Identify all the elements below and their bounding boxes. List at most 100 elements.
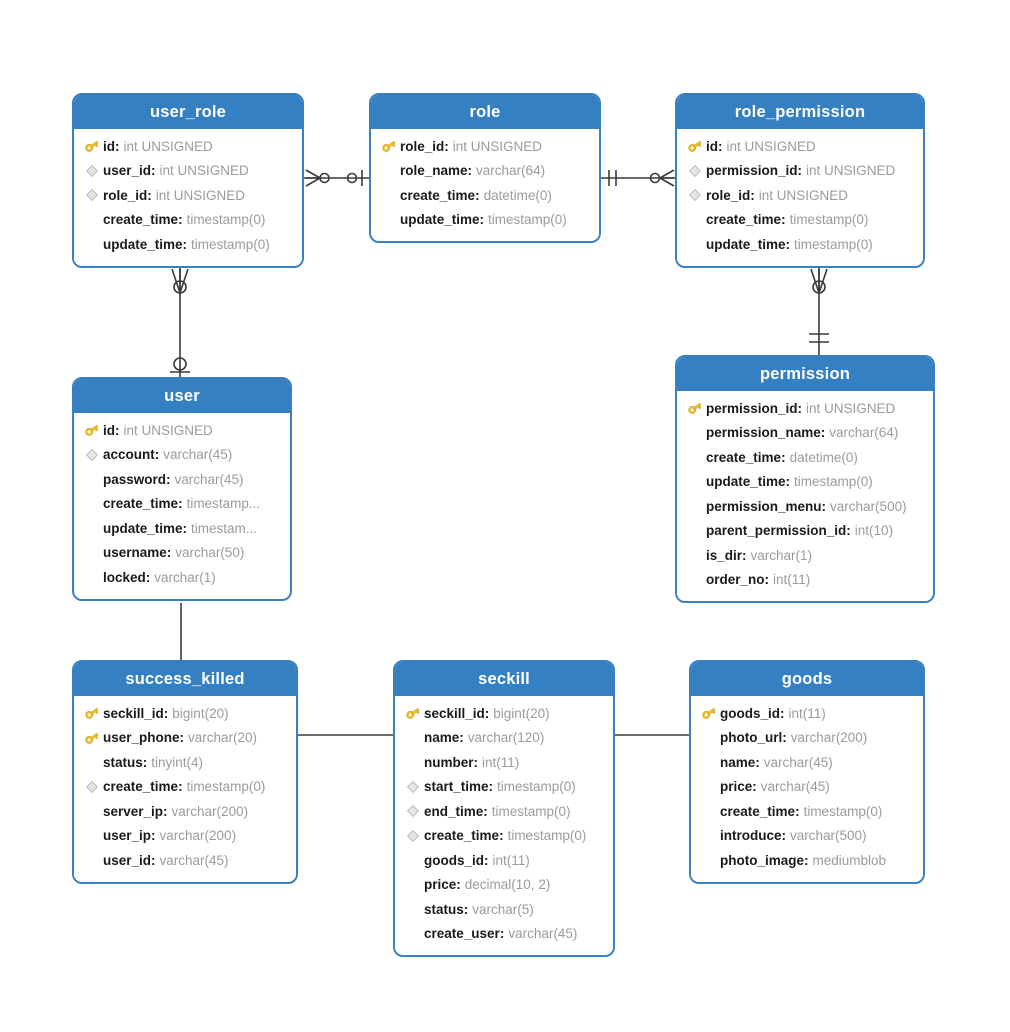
attribute-row[interactable]: name:varchar(120) — [395, 726, 613, 751]
attribute-row[interactable]: introduce:varchar(500) — [691, 824, 923, 849]
attribute-row[interactable]: id:int UNSIGNED — [74, 418, 290, 443]
attribute-row[interactable]: user_ip:varchar(200) — [74, 824, 296, 849]
key-icon — [684, 136, 706, 156]
attribute-type: varchar(500) — [790, 828, 867, 844]
attribute-row[interactable]: goods_id:int(11) — [691, 701, 923, 726]
diamond-icon — [402, 801, 424, 821]
no-key-icon — [698, 850, 720, 870]
attribute-row[interactable]: id:int UNSIGNED — [74, 134, 302, 159]
attribute-row[interactable]: create_time:timestamp(0) — [74, 208, 302, 233]
diamond-icon — [684, 185, 706, 205]
attribute-row[interactable]: name:varchar(45) — [691, 750, 923, 775]
attribute-row[interactable]: photo_url:varchar(200) — [691, 726, 923, 751]
attribute-separator: : — [178, 779, 183, 795]
no-key-icon — [81, 210, 103, 230]
attribute-separator: : — [166, 471, 171, 487]
attribute-row[interactable]: id:int UNSIGNED — [677, 134, 923, 159]
no-key-icon — [81, 850, 103, 870]
attribute-row[interactable]: role_id:int UNSIGNED — [371, 134, 599, 159]
attribute-row[interactable]: is_dir:varchar(1) — [677, 543, 933, 568]
attribute-row[interactable]: permission_name:varchar(64) — [677, 421, 933, 446]
attribute-row[interactable]: user_phone:varchar(20) — [74, 726, 296, 751]
attribute-row[interactable]: server_ip:varchar(200) — [74, 799, 296, 824]
no-key-icon — [684, 423, 706, 443]
attribute-row[interactable]: update_time:timestamp(0) — [677, 470, 933, 495]
diamond-icon — [81, 777, 103, 797]
attribute-row[interactable]: create_time:timestamp(0) — [74, 775, 296, 800]
attribute-name: role_id — [103, 187, 148, 203]
attribute-row[interactable]: start_time:timestamp(0) — [395, 775, 613, 800]
attribute-row[interactable]: update_time:timestamp(0) — [677, 232, 923, 257]
attribute-row[interactable]: status:tinyint(4) — [74, 750, 296, 775]
attribute-row[interactable]: user_id:varchar(45) — [74, 848, 296, 873]
attribute-row[interactable]: price:decimal(10, 2) — [395, 873, 613, 898]
attribute-name: user_phone — [103, 730, 180, 746]
attribute-row[interactable]: price:varchar(45) — [691, 775, 923, 800]
attribute-row[interactable]: seckill_id:bigint(20) — [395, 701, 613, 726]
attribute-row[interactable]: end_time:timestamp(0) — [395, 799, 613, 824]
no-key-icon — [378, 185, 400, 205]
attribute-row[interactable]: status:varchar(5) — [395, 897, 613, 922]
attribute-name: status — [103, 754, 143, 770]
attribute-row[interactable]: role_name:varchar(64) — [371, 159, 599, 184]
attribute-row[interactable]: password:varchar(45) — [74, 467, 290, 492]
attribute-separator: : — [780, 705, 785, 721]
attribute-row[interactable]: photo_image:mediumblob — [691, 848, 923, 873]
attribute-type: int(11) — [773, 572, 811, 588]
attribute-type: datetime(0) — [789, 449, 858, 465]
attribute-type: timestamp(0) — [186, 779, 266, 795]
attribute-row[interactable]: parent_permission_id:int(10) — [677, 519, 933, 544]
attribute-name: create_user — [424, 926, 500, 942]
attribute-row[interactable]: create_time:timestamp(0) — [691, 799, 923, 824]
attribute-type: varchar(200) — [171, 803, 249, 819]
no-key-icon — [698, 728, 720, 748]
attribute-row[interactable]: create_time:timestamp(0) — [677, 208, 923, 233]
attribute-separator: : — [755, 754, 760, 770]
attribute-row[interactable]: user_id:int UNSIGNED — [74, 159, 302, 184]
attribute-row[interactable]: locked:varchar(1) — [74, 565, 290, 590]
attribute-row[interactable]: goods_id:int(11) — [395, 848, 613, 873]
attribute-row[interactable]: create_time:timestamp... — [74, 492, 290, 517]
attribute-separator: : — [821, 498, 827, 514]
attribute-row[interactable]: create_time:datetime(0) — [371, 183, 599, 208]
attribute-row[interactable]: update_time:timestamp(0) — [74, 232, 302, 257]
attribute-row[interactable]: account:varchar(45) — [74, 443, 290, 468]
attribute-type: varchar(120) — [467, 730, 545, 746]
attribute-row[interactable]: permission_id:int UNSIGNED — [677, 159, 923, 184]
attribute-row[interactable]: order_no:int(11) — [677, 568, 933, 593]
no-key-icon — [81, 567, 103, 587]
attribute-row[interactable]: number:int(11) — [395, 750, 613, 775]
attribute-separator: : — [179, 730, 185, 746]
attribute-row[interactable]: create_time:timestamp(0) — [395, 824, 613, 849]
attribute-type: decimal(10, 2) — [464, 877, 551, 893]
attribute-name: name — [424, 730, 460, 746]
attribute-row[interactable]: permission_id:int UNSIGNED — [677, 396, 933, 421]
attribute-type: varchar(500) — [830, 498, 907, 514]
attribute-separator: : — [473, 754, 479, 770]
attribute-separator: : — [115, 422, 120, 438]
attribute-row[interactable]: update_time:timestamp(0) — [371, 208, 599, 233]
attribute-row[interactable]: role_id:int UNSIGNED — [677, 183, 923, 208]
attribute-row[interactable]: create_user:varchar(45) — [395, 922, 613, 947]
attribute-row[interactable]: seckill_id:bigint(20) — [74, 701, 296, 726]
attribute-row[interactable]: update_time:timestam... — [74, 516, 290, 541]
attribute-row[interactable]: permission_menu:varchar(500) — [677, 494, 933, 519]
attribute-type: int UNSIGNED — [155, 187, 246, 203]
attribute-separator: : — [467, 163, 473, 179]
attribute-type: int UNSIGNED — [726, 138, 816, 154]
attribute-row[interactable]: username:varchar(50) — [74, 541, 290, 566]
attribute-row[interactable]: role_id:int UNSIGNED — [74, 183, 302, 208]
attribute-name: price — [720, 779, 753, 795]
attribute-separator: : — [444, 138, 449, 154]
attribute-row[interactable]: create_time:datetime(0) — [677, 445, 933, 470]
attribute-separator: : — [846, 523, 851, 539]
attribute-type: int UNSIGNED — [159, 163, 249, 179]
